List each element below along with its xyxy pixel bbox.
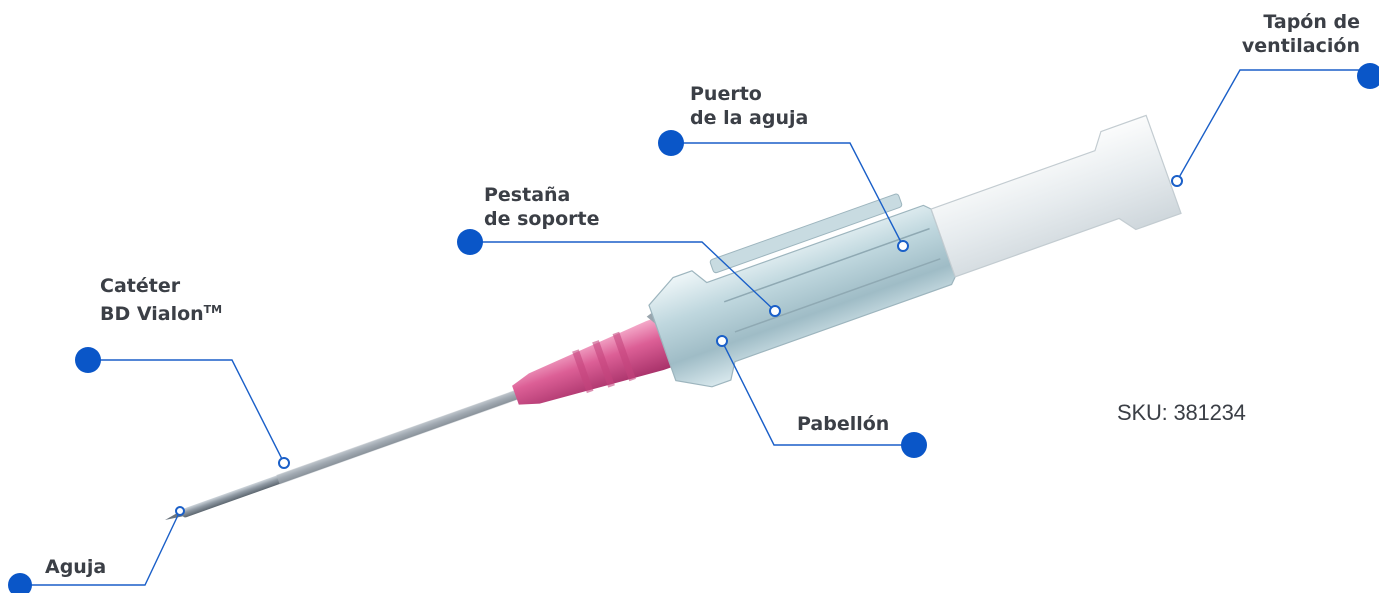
marker-vent-cap xyxy=(1172,176,1182,186)
sku-text: SKU: 381234 xyxy=(1117,400,1246,426)
label-vent-cap: Tapón de ventilación xyxy=(1220,10,1360,58)
pink-hub xyxy=(507,318,671,419)
callout-dot-needle-port xyxy=(658,130,684,156)
label-needle: Aguja xyxy=(45,555,106,579)
trademark-symbol: TM xyxy=(204,303,222,316)
leader-catheter xyxy=(88,360,284,463)
label-support-tab: Pestaña de soporte xyxy=(484,183,599,231)
catheter-sleeve xyxy=(276,388,522,484)
marker-support-tab xyxy=(770,306,780,316)
label-support-tab-line-1: Pestaña xyxy=(484,183,599,207)
leader-vent-cap xyxy=(1177,70,1370,181)
iv-catheter-illustration xyxy=(144,106,1183,575)
label-catheter-line-2: BD VialonTM xyxy=(100,298,222,326)
label-catheter: Catéter BD VialonTM xyxy=(100,274,222,326)
label-vent-cap-line-1: Tapón de xyxy=(1220,10,1360,34)
flash-chamber xyxy=(643,188,963,397)
callout-dot-catheter xyxy=(75,347,101,373)
label-needle-port-line-1: Puerto xyxy=(690,82,808,106)
vent-cap xyxy=(926,115,1181,291)
marker-needle xyxy=(176,507,184,515)
marker-needle-port xyxy=(898,241,908,251)
label-catheter-brand: BD Vialon xyxy=(100,303,204,325)
callout-dot-needle xyxy=(8,573,32,593)
label-support-tab-line-2: de soporte xyxy=(484,207,599,231)
marker-catheter xyxy=(279,458,289,468)
label-catheter-line-1: Catéter xyxy=(100,274,222,298)
callout-dot-vent-cap xyxy=(1357,63,1379,89)
marker-hub xyxy=(717,336,727,346)
callout-dot-hub xyxy=(901,432,927,458)
label-needle-port: Puerto de la aguja xyxy=(690,82,808,130)
label-hub: Pabellón xyxy=(797,412,889,436)
label-vent-cap-line-2: ventilación xyxy=(1220,34,1360,58)
label-needle-port-line-2: de la aguja xyxy=(690,106,808,130)
callout-dot-support-tab xyxy=(457,229,483,255)
